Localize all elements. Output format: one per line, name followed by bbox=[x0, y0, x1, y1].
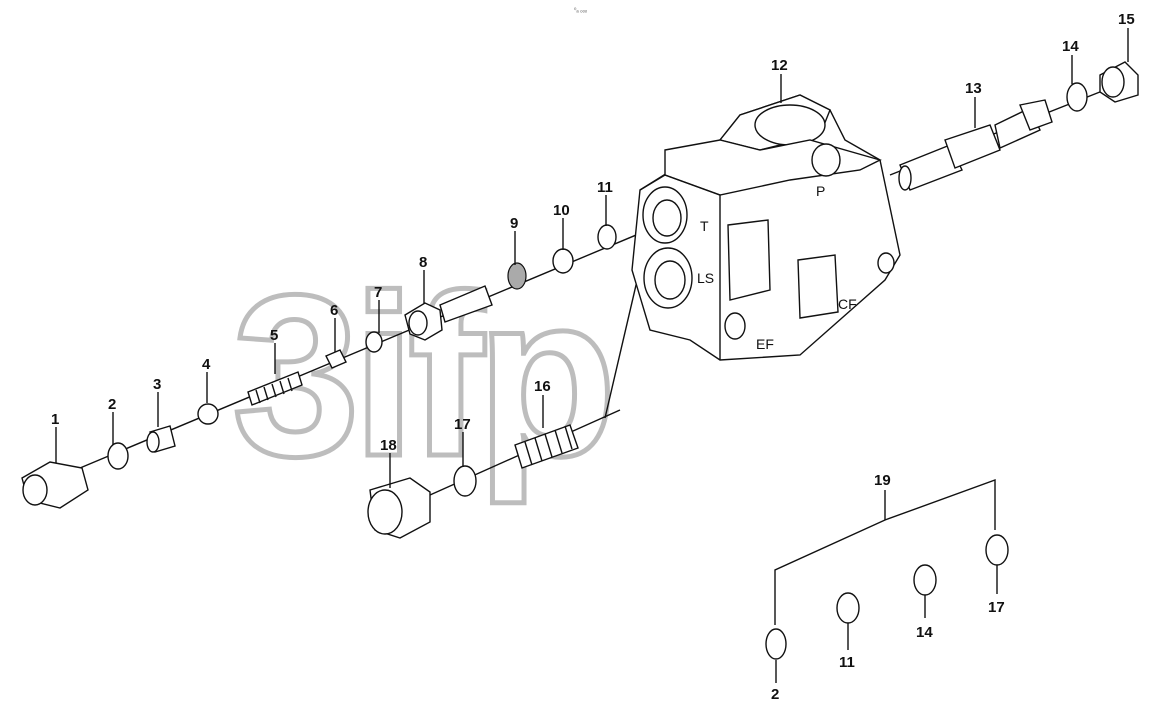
callout-4: 4 bbox=[202, 356, 211, 373]
o-ring-part-14 bbox=[1066, 82, 1088, 112]
callout-11: 11 bbox=[597, 179, 613, 196]
callout-19: 19 bbox=[874, 472, 891, 489]
callout-17: 17 bbox=[454, 416, 471, 433]
callout-18: 18 bbox=[380, 437, 397, 454]
bushing-part-3 bbox=[146, 425, 176, 453]
cap-part-4 bbox=[197, 403, 219, 425]
port-label-ef: EF bbox=[756, 336, 774, 352]
callout-14: 14 bbox=[1062, 38, 1079, 55]
callout-3: 3 bbox=[153, 376, 161, 393]
callout-2: 2 bbox=[108, 396, 116, 413]
callout-7: 7 bbox=[374, 284, 382, 301]
callout-9: 9 bbox=[510, 215, 518, 232]
screen-part-9 bbox=[507, 262, 527, 290]
callout-13: 13 bbox=[965, 80, 982, 97]
plug-part-18 bbox=[367, 477, 431, 539]
kit-callout-17: 17 bbox=[988, 599, 1005, 616]
o-ring-part-2 bbox=[107, 442, 129, 470]
callout-5: 5 bbox=[270, 327, 278, 344]
callout-8: 8 bbox=[419, 254, 427, 271]
port-label-p: P bbox=[816, 183, 825, 199]
nut-part-1 bbox=[21, 461, 89, 509]
callout-6: 6 bbox=[330, 302, 338, 319]
spool-part-13 bbox=[898, 99, 1053, 191]
port-label-cf: CF bbox=[838, 296, 857, 312]
spring-part-5 bbox=[247, 371, 303, 406]
header-mark: ⁰ₐ ₒₒₒ bbox=[574, 7, 588, 14]
kit-callout-14: 14 bbox=[916, 624, 933, 641]
leader-lines bbox=[55, 28, 1129, 488]
kit-callout-11: 11 bbox=[839, 654, 855, 671]
callout-10: 10 bbox=[553, 202, 570, 219]
cartridge-part-8 bbox=[404, 285, 493, 341]
kit-callout-2: 2 bbox=[771, 686, 779, 703]
port-label-ls: LS bbox=[697, 270, 714, 286]
port-label-t: T bbox=[700, 218, 709, 234]
seat-part-7 bbox=[365, 331, 383, 353]
valve-body bbox=[631, 94, 901, 361]
spring-part-16 bbox=[514, 424, 579, 469]
plug-part-10 bbox=[552, 248, 574, 274]
o-ring-part-11 bbox=[597, 224, 617, 250]
callout-15: 15 bbox=[1118, 11, 1135, 28]
o-ring-part-17 bbox=[453, 465, 477, 497]
callout-1: 1 bbox=[51, 411, 59, 428]
plug-part-15 bbox=[1099, 61, 1139, 103]
callout-16: 16 bbox=[534, 378, 551, 395]
seal-kit-part-19 bbox=[765, 479, 1009, 683]
callout-12: 12 bbox=[771, 57, 788, 74]
